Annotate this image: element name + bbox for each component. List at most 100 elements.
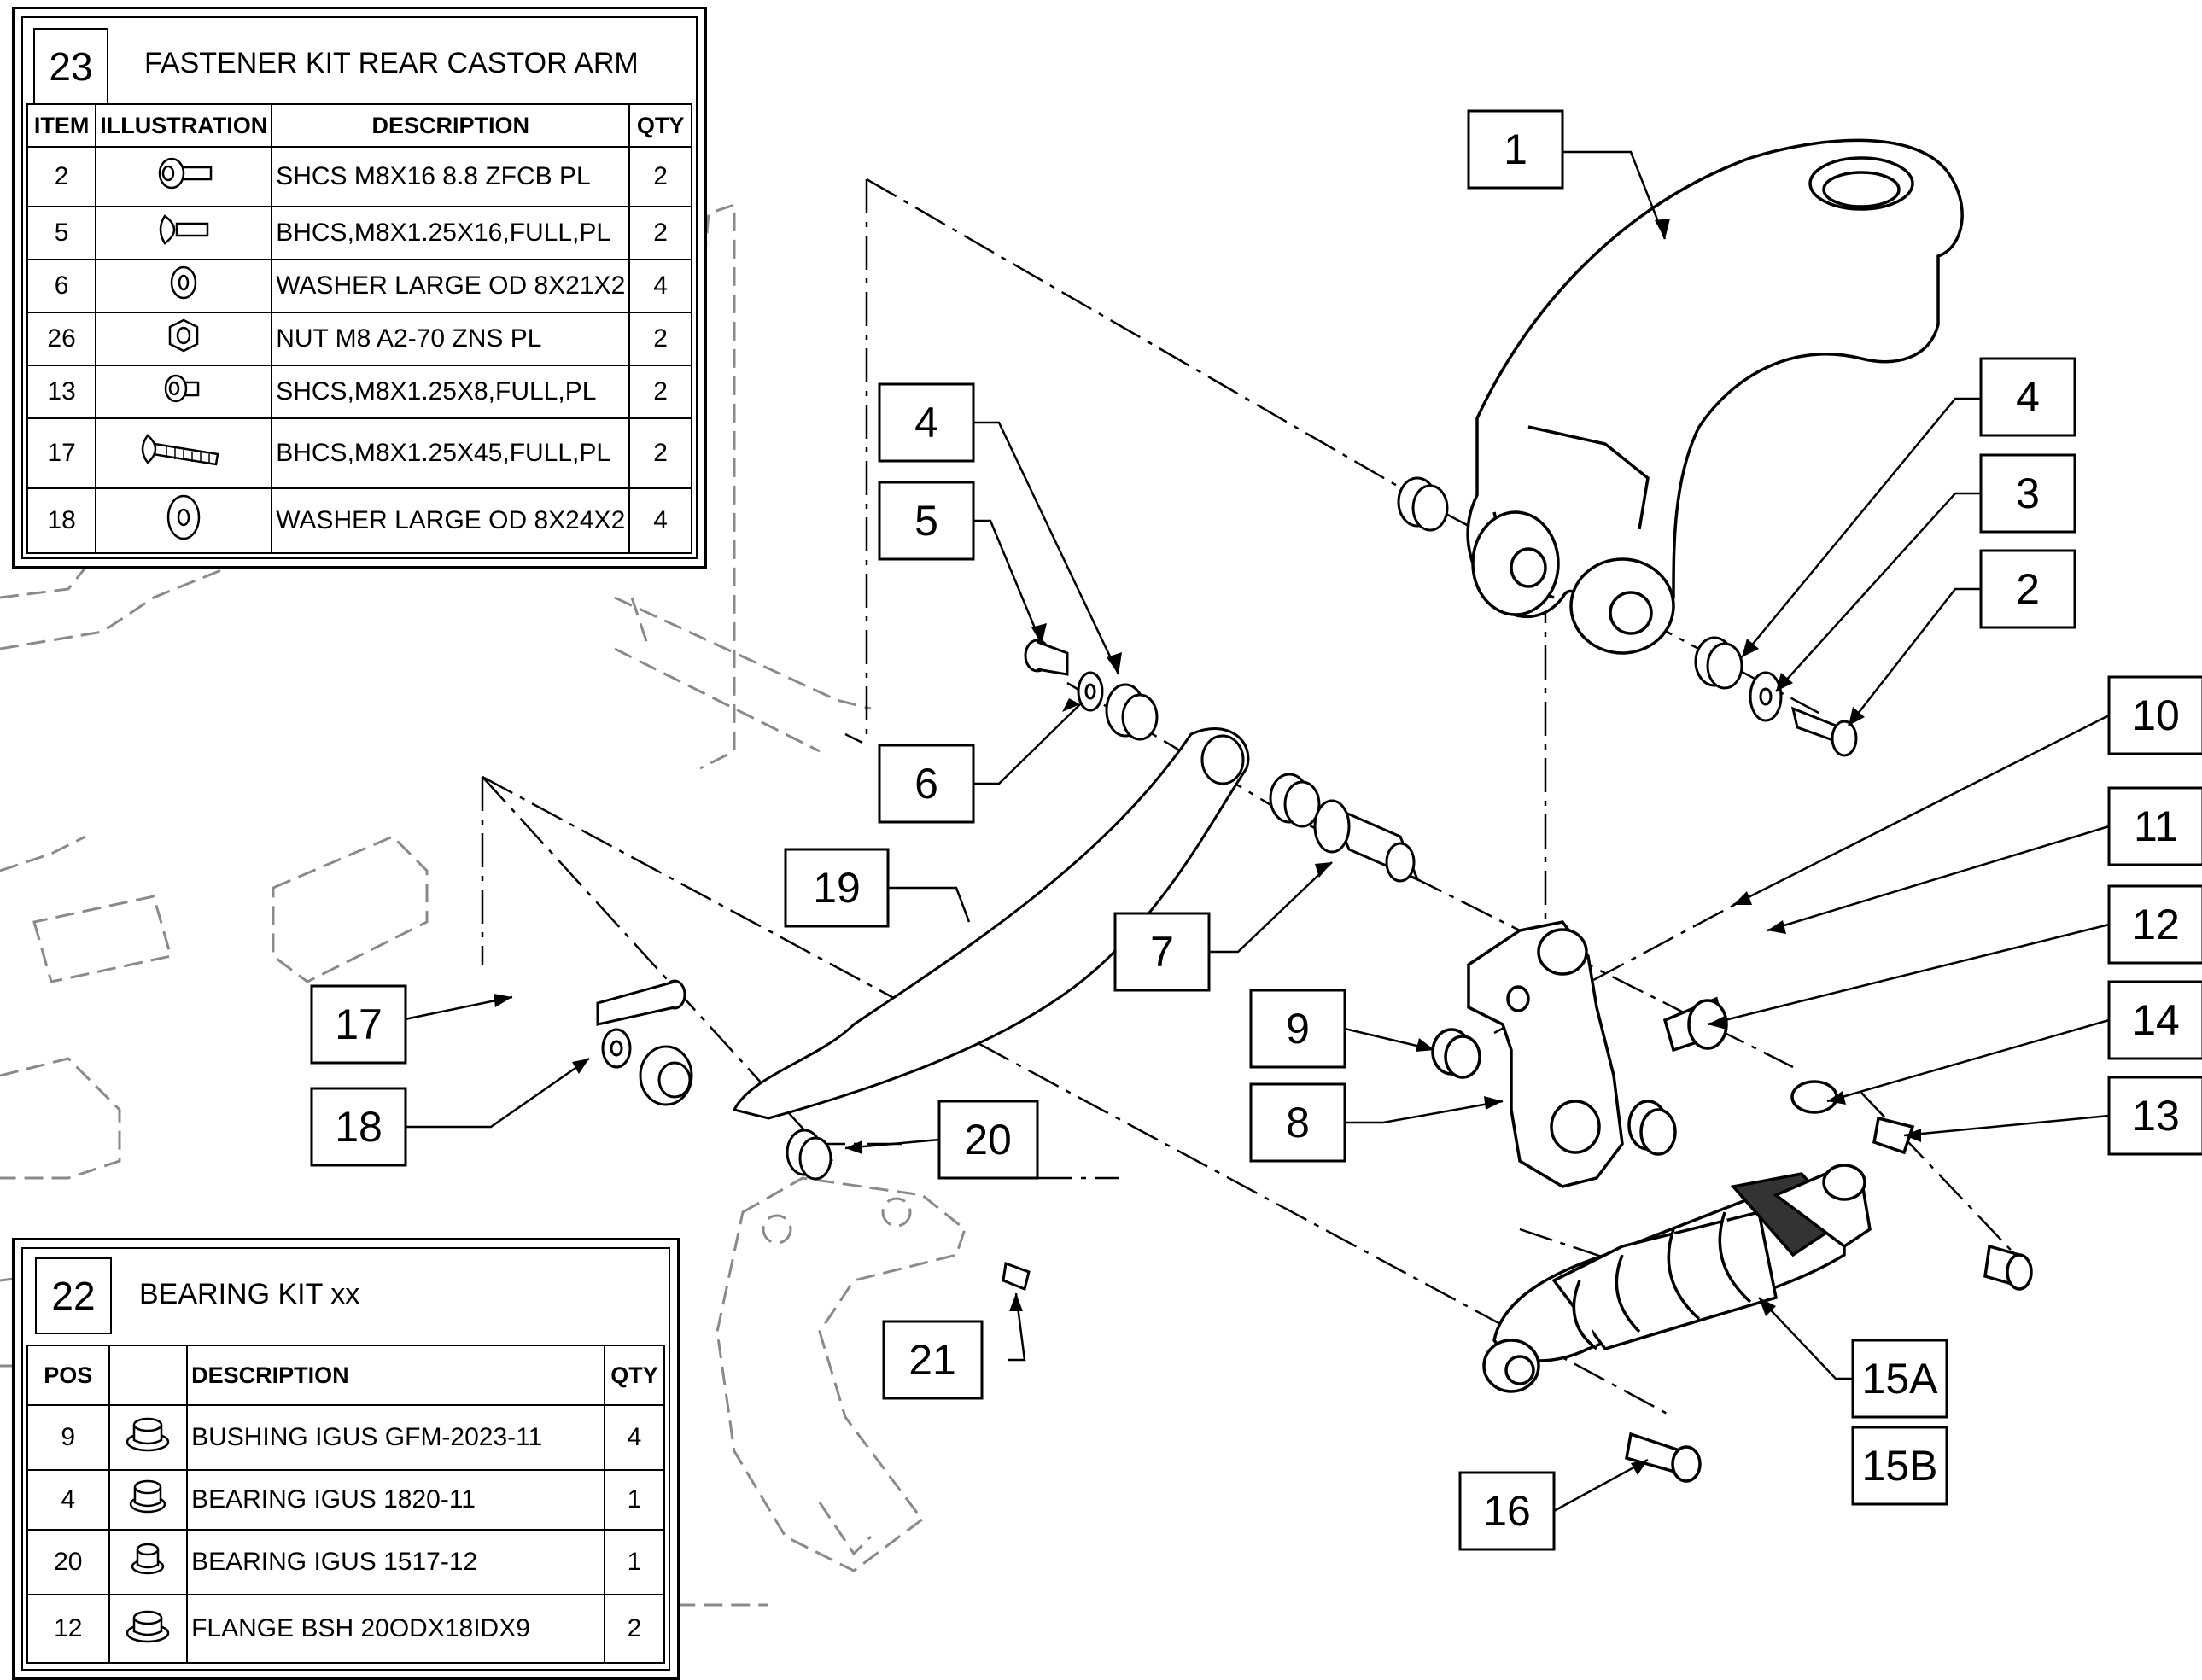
row-qty: 1: [604, 1529, 665, 1595]
large-washer-icon: [95, 487, 273, 554]
svg-text:16: 16: [1483, 1487, 1531, 1535]
row-description: BEARING IGUS 1517-12: [186, 1529, 606, 1595]
row-qty: 2: [628, 312, 692, 366]
cap-screw-icon: [95, 146, 273, 207]
table-row: 9 BUSHING IGUS GFM-2023-11 4: [26, 1404, 665, 1471]
bushing-icon: [108, 1404, 189, 1471]
row-description: WASHER LARGE OD 8X24X2: [271, 487, 631, 554]
callout-20: 20: [937, 1100, 1039, 1180]
row-item: 2: [26, 146, 97, 207]
row-pos: 9: [26, 1404, 110, 1471]
callout-19: 19: [784, 848, 890, 928]
row-qty: 4: [628, 259, 692, 313]
callout-17: 17: [310, 984, 407, 1065]
fastener-kit-panel: 23 FASTENER KIT REAR CASTOR ARM ITEM ILL…: [12, 7, 707, 569]
table-row: 18 WASHER LARGE OD 8X24X2 4: [26, 487, 692, 554]
row-item: 18: [26, 487, 97, 554]
col-qty: QTY: [628, 103, 692, 148]
callout-15a: 15A: [1851, 1339, 1948, 1419]
callout-14: 14: [2107, 980, 2202, 1060]
button-screw-icon: [95, 206, 273, 260]
callouts: 1 4 5 4 3 2 6 10 11 19 7 12 9 14 17 8 13…: [310, 109, 2202, 1551]
callout-10: 10: [2107, 675, 2202, 755]
bearing-kit-title: BEARING KIT xx: [139, 1278, 360, 1310]
hex-nut-icon: [95, 312, 273, 366]
callout-1: 1: [1467, 109, 1564, 190]
row-item: 13: [26, 365, 97, 419]
col-pos: POS: [26, 1345, 110, 1406]
callout-8: 8: [1249, 1082, 1346, 1163]
bushing-icon: [108, 1529, 189, 1595]
svg-text:17: 17: [335, 1000, 383, 1048]
svg-text:10: 10: [2132, 691, 2180, 739]
castor-arm: [1466, 138, 1964, 655]
callout-6: 6: [878, 744, 975, 824]
row-qty: 4: [628, 487, 692, 554]
link-hardware: [596, 639, 1420, 1292]
svg-text:4: 4: [914, 399, 938, 446]
long-screw-icon: [95, 417, 273, 489]
svg-text:6: 6: [914, 760, 938, 808]
svg-text:1: 1: [1504, 125, 1527, 173]
svg-text:7: 7: [1150, 928, 1174, 976]
table-row: 4 BEARING IGUS 1820-11 1: [26, 1469, 665, 1531]
callout-11: 11: [2107, 786, 2202, 866]
row-item: 5: [26, 206, 97, 260]
callout-21: 21: [882, 1320, 984, 1400]
svg-text:15B: 15B: [1862, 1442, 1938, 1490]
svg-text:13: 13: [2132, 1092, 2180, 1140]
row-item: 26: [26, 312, 97, 366]
fastener-kit-header-row: ITEM ILLUSTRATION DESCRIPTION QTY: [26, 103, 692, 148]
row-qty: 2: [604, 1594, 665, 1664]
callout-2: 2: [1979, 549, 2076, 629]
svg-text:8: 8: [1286, 1099, 1310, 1146]
callout-3: 3: [1979, 453, 2076, 534]
svg-text:19: 19: [813, 864, 861, 912]
table-row: 6 WASHER LARGE OD 8X21X2 4: [26, 259, 692, 313]
bushing-icon: [108, 1594, 189, 1664]
row-description: BHCS,M8X1.25X45,FULL,PL: [271, 417, 631, 489]
row-qty: 2: [628, 206, 692, 260]
bearing-kit-header-row: POS DESCRIPTION QTY: [26, 1345, 665, 1406]
svg-text:20: 20: [964, 1116, 1012, 1164]
fastener-kit-title: FASTENER KIT REAR CASTOR ARM: [144, 47, 639, 79]
callout-4-left: 4: [878, 382, 975, 463]
row-pos: 12: [26, 1594, 110, 1664]
svg-text:15A: 15A: [1862, 1355, 1939, 1403]
svg-text:14: 14: [2132, 996, 2180, 1044]
svg-text:21: 21: [908, 1336, 956, 1384]
shock-mount: [1431, 920, 1915, 1188]
bearing-kit-frame: [21, 1247, 670, 1671]
callout-9: 9: [1249, 989, 1346, 1069]
row-description: BUSHING IGUS GFM-2023-11: [186, 1404, 606, 1471]
row-pos: 4: [26, 1469, 110, 1531]
bearing-kit-number: 22: [35, 1257, 112, 1334]
table-row: 5 BHCS,M8X1.25X16,FULL,PL 2: [26, 206, 692, 260]
row-description: BHCS,M8X1.25X16,FULL,PL: [271, 206, 631, 260]
bearing-kit-panel: 22 BEARING KIT xx POS DESCRIPTION QTY 9 …: [12, 1238, 680, 1680]
short-screw-icon: [95, 365, 273, 419]
row-qty: 2: [628, 365, 692, 419]
fastener-kit-table: ITEM ILLUSTRATION DESCRIPTION QTY 2 SHCS…: [26, 103, 692, 554]
row-pos: 20: [26, 1529, 110, 1595]
table-row: 2 SHCS M8X16 8.8 ZFCB PL 2: [26, 146, 692, 207]
bushing-icon: [108, 1469, 189, 1531]
arrowheads: [494, 219, 1921, 1475]
washer-icon: [95, 259, 273, 313]
svg-text:12: 12: [2132, 901, 2180, 948]
table-row: 17 BHCS,M8X1.25X45,FULL,PL 2: [26, 417, 692, 489]
svg-text:9: 9: [1286, 1005, 1310, 1053]
svg-text:3: 3: [2016, 470, 2040, 517]
table-row: 12 FLANGE BSH 20ODX18IDX9 2: [26, 1594, 665, 1664]
col-qty: QTY: [604, 1345, 665, 1406]
row-description: SHCS M8X16 8.8 ZFCB PL: [271, 146, 631, 207]
row-qty: 2: [628, 417, 692, 489]
row-qty: 4: [604, 1404, 665, 1471]
callout-4-right: 4: [1979, 357, 2076, 437]
bearing-kit-table: POS DESCRIPTION QTY 9 BUSHING IGUS GFM-2…: [26, 1345, 665, 1664]
row-description: BEARING IGUS 1820-11: [186, 1469, 606, 1531]
row-description: SHCS,M8X1.25X8,FULL,PL: [271, 365, 631, 419]
svg-text:2: 2: [2016, 565, 2040, 613]
svg-text:11: 11: [2134, 802, 2178, 850]
